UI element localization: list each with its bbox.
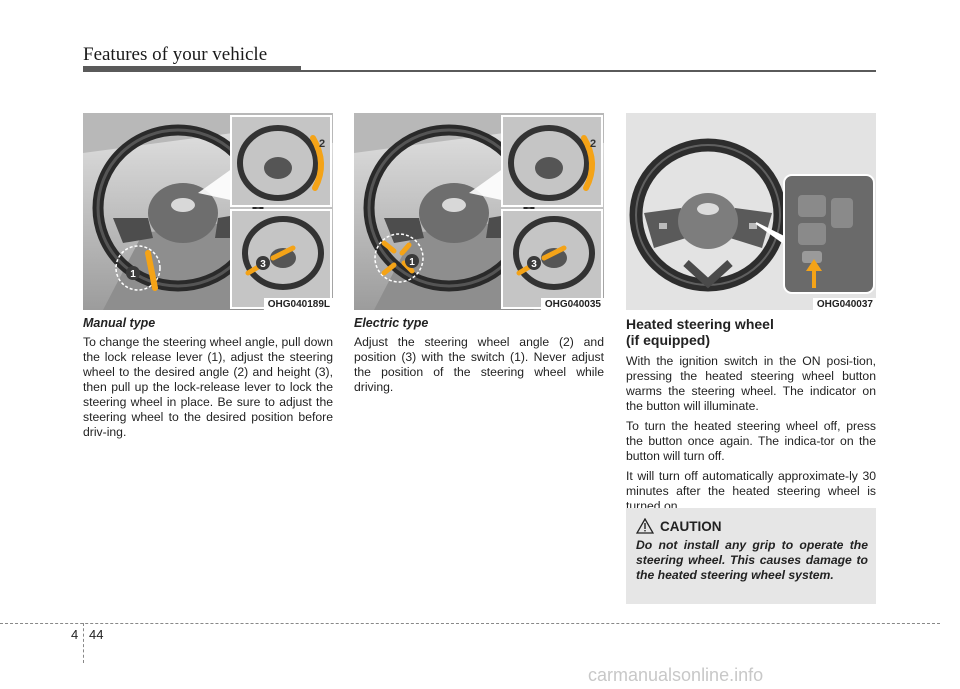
header-rule-thick	[83, 66, 301, 72]
figure-electric-steering: 1 2 3 OHG040035	[354, 113, 604, 310]
caution-title: CAUTION	[660, 518, 722, 534]
manual-steering-illustration: 1 2 3	[83, 113, 333, 310]
electric-type-section: Electric type Adjust the steering wheel …	[354, 316, 604, 400]
electric-type-heading: Electric type	[354, 316, 429, 330]
heated-paragraph: With the ignition switch in the ON posi-…	[626, 354, 876, 413]
electric-steering-illustration: 1 2 3	[354, 113, 604, 310]
callout-3-label: 3	[531, 259, 537, 270]
callout-1-label: 1	[409, 257, 415, 268]
warning-triangle-icon	[636, 518, 654, 534]
manual-type-text: To change the steering wheel angle, pull…	[83, 335, 334, 439]
callout-1-label: 1	[130, 269, 136, 280]
figure-manual-steering: 1 2 3 OHG040189L	[83, 113, 333, 310]
caution-text: Do not install any grip to operate the s…	[636, 538, 868, 582]
heated-paragraph: To turn the heated steering wheel off, p…	[626, 419, 876, 463]
callout-3-label: 3	[260, 259, 266, 270]
caution-box: CAUTION Do not install any grip to opera…	[626, 508, 876, 604]
caution-header: CAUTION	[636, 516, 722, 536]
footer-rule	[0, 623, 940, 624]
page-header-title: Features of your vehicle	[83, 44, 268, 65]
callout-2-label: 2	[319, 138, 325, 150]
callout-1-marker	[126, 266, 140, 280]
page-number: 44	[89, 627, 104, 642]
figure-code: OHG040037	[812, 298, 876, 310]
manual-type-heading: Manual type	[83, 316, 156, 330]
heated-steering-illustration	[626, 113, 876, 310]
figure-code: OHG040189L	[263, 298, 333, 310]
electric-type-text: Adjust the steering wheel angle (2) and …	[354, 335, 604, 394]
heated-steering-title: Heated steering wheel	[626, 316, 774, 332]
manual-type-section: Manual type To change the steering wheel…	[83, 316, 333, 445]
header-rule-thin	[301, 70, 876, 72]
heated-steering-subtitle: (if equipped)	[626, 332, 710, 348]
figure-code: OHG040035	[540, 298, 604, 310]
callout-2-label: 2	[590, 138, 596, 150]
figure-heated-steering: OHG040037	[626, 113, 876, 310]
heated-steering-section: Heated steering wheel (if equipped) With…	[626, 316, 876, 519]
heated-steering-heading: Heated steering wheel (if equipped)	[626, 316, 876, 348]
footer-divider	[83, 623, 84, 663]
watermark-text: carmanualsonline.info	[588, 665, 764, 685]
chapter-number: 4	[71, 627, 79, 642]
